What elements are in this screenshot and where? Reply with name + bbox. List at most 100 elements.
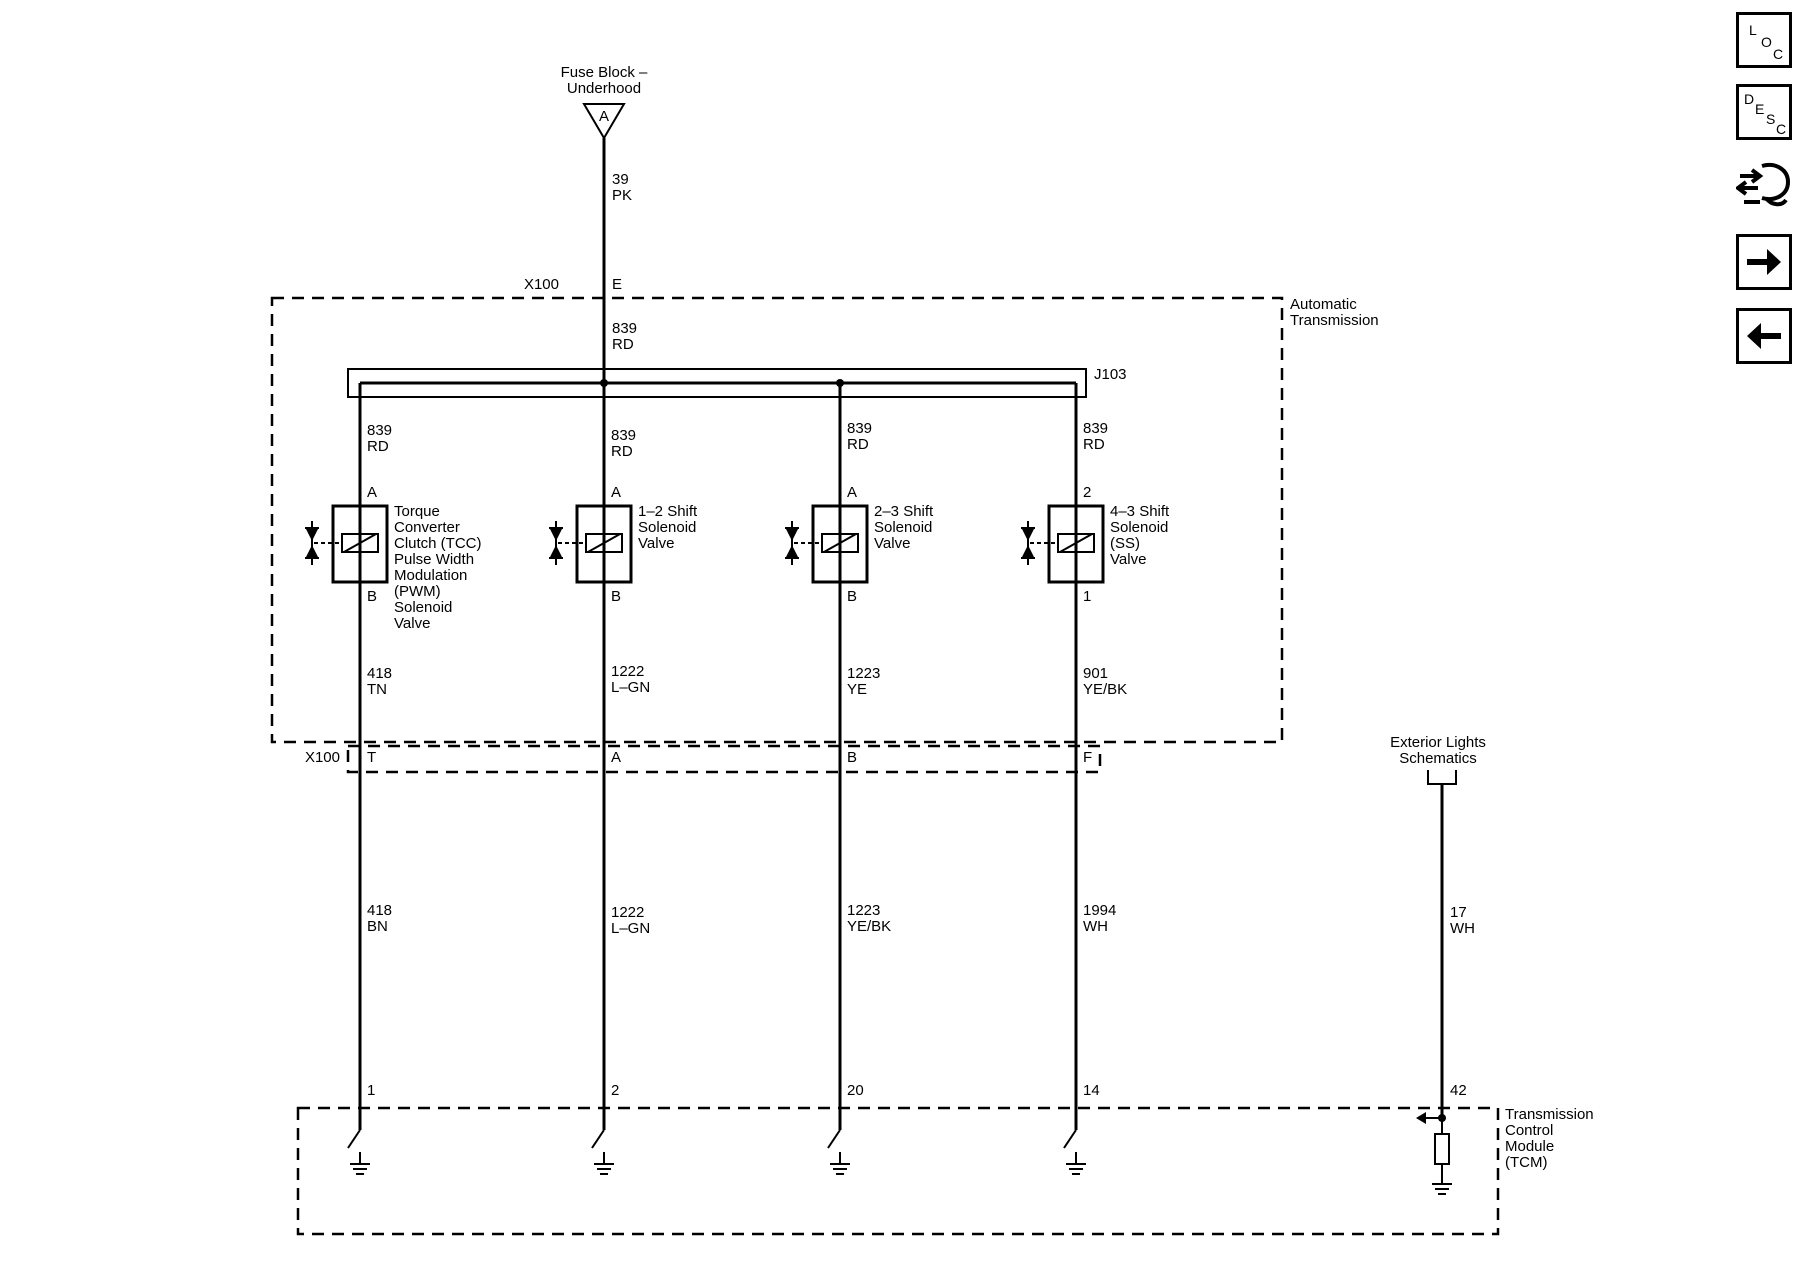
s3-x100-pin: B (847, 749, 857, 766)
trans-box-label-2: Transmission (1290, 312, 1379, 329)
j103-label: J103 (1094, 366, 1127, 383)
s1-name: Converter (394, 519, 460, 536)
s4-top-circuit: 839 (1083, 420, 1108, 437)
s2-pin-top: A (611, 484, 621, 501)
s2-name: Valve (638, 535, 674, 552)
s2-pin-bottom: B (611, 588, 621, 605)
s4-out-color: YE/BK (1083, 681, 1127, 698)
s1-pin-bottom: B (367, 588, 377, 605)
loc-letter-c: C (1773, 46, 1784, 62)
s3-coil (821, 533, 859, 553)
s2-solenoid-box (575, 504, 633, 584)
s2-coil (585, 533, 623, 553)
s1-name: Clutch (TCC) (394, 535, 482, 552)
desc-letter-c: C (1776, 121, 1787, 137)
s1-pin-top: A (367, 484, 377, 501)
s4-tcm-pin: 14 (1083, 1082, 1100, 1099)
s1-tcm-pin: 1 (367, 1082, 375, 1099)
shift-1-2-solenoid: 839 RD A B 1–2 Shift Solenoid Valve 1222… (548, 383, 698, 1175)
desc-letter-d: D (1744, 91, 1755, 107)
s2-harness-color: L–GN (611, 920, 650, 937)
tcm-label: Transmission (1505, 1106, 1594, 1123)
previous-page-button[interactable] (1736, 308, 1792, 364)
s3-solenoid-box (811, 504, 869, 584)
trans-box-label: Automatic (1290, 296, 1357, 313)
exterior-connector-icon (1427, 770, 1457, 785)
s1-name: Pulse Width (394, 551, 474, 568)
s1-low-side-switch (347, 1129, 361, 1149)
ground-icon (1065, 1151, 1087, 1175)
next-arrow-icon (1747, 249, 1781, 275)
s1-harness-circuit: 418 (367, 902, 392, 919)
feed-color: RD (612, 336, 634, 353)
s4-pin-bottom: 1 (1083, 588, 1091, 605)
s4-harness-color: WH (1083, 918, 1108, 935)
s4-x100-pin: F (1083, 749, 1092, 766)
s3-out-color: YE (847, 681, 867, 698)
s3-harness-circuit: 1223 (847, 902, 880, 919)
s2-top-circuit: 839 (611, 427, 636, 444)
x100-bottom-connector (346, 744, 1102, 774)
next-page-button[interactable] (1736, 234, 1792, 290)
exterior-label: Exterior Lights (1390, 734, 1486, 751)
x100-top-pin: E (612, 276, 622, 293)
previous-arrow-icon (1747, 323, 1781, 349)
exterior-tcm-pin: 42 (1450, 1082, 1467, 1099)
s3-name: Solenoid (874, 519, 932, 536)
s3-name: Valve (874, 535, 910, 552)
s1-top-color: RD (367, 438, 389, 455)
s4-name: Valve (1110, 551, 1146, 568)
input-arrow-icon (1416, 1112, 1426, 1124)
pull-down-resistor (1434, 1133, 1450, 1165)
x100-top-label: X100 (524, 276, 559, 293)
exterior-label-2: Schematics (1399, 750, 1477, 767)
exterior-color: WH (1450, 920, 1475, 937)
s4-low-side-switch (1063, 1129, 1077, 1149)
description-button[interactable]: D E S C (1736, 84, 1792, 140)
j103-splice-pack (347, 368, 1087, 398)
s3-low-side-switch (827, 1129, 841, 1149)
loc-letter-o: O (1761, 34, 1772, 50)
s4-out-circuit: 901 (1083, 665, 1108, 682)
s2-out-circuit: 1222 (611, 663, 644, 680)
tcm-label-2: Control (1505, 1122, 1553, 1139)
s3-top-color: RD (847, 436, 869, 453)
s4-pin-top: 2 (1083, 484, 1091, 501)
s2-tcm-pin: 2 (611, 1082, 619, 1099)
s4-name: Solenoid (1110, 519, 1168, 536)
s4-name: (SS) (1110, 535, 1140, 552)
tcm-box (296, 1106, 1500, 1236)
s3-harness-color: YE/BK (847, 918, 891, 935)
s1-solenoid-box (331, 504, 389, 584)
s2-low-side-switch (591, 1129, 605, 1149)
s1-x100-pin: T (367, 749, 376, 766)
fuse-block-label: Fuse Block – (561, 64, 648, 81)
s1-name: (PWM) (394, 583, 441, 600)
desc-letter-s: S (1766, 111, 1776, 127)
s1-harness-color: BN (367, 918, 388, 935)
s1-out-color: TN (367, 681, 387, 698)
ground-icon (1431, 1171, 1453, 1195)
connector-button[interactable] (1736, 158, 1792, 214)
shift-2-3-solenoid: 839 RD A B 2–3 Shift Solenoid Valve 1223… (784, 383, 934, 1175)
s2-x100-pin: A (611, 749, 621, 766)
ground-icon (349, 1151, 371, 1175)
shift-4-3-solenoid: 839 RD 2 1 4–3 Shift Solenoid (SS) Valve… (1020, 383, 1170, 1175)
location-button[interactable]: L O C (1736, 12, 1792, 68)
fuse-source-triangle (582, 103, 626, 140)
feed-circuit: 839 (612, 320, 637, 337)
connector-icon (1736, 163, 1791, 207)
tcm-label-4: (TCM) (1505, 1154, 1547, 1171)
s3-pin-top: A (847, 484, 857, 501)
tcm-label-3: Module (1505, 1138, 1554, 1155)
circuit-39-label: 39 (612, 171, 629, 188)
fuse-block-source: Fuse Block – Underhood A 39 PK (561, 64, 648, 280)
s1-out-circuit: 418 (367, 665, 392, 682)
s3-name: 2–3 Shift (874, 503, 934, 520)
s4-coil (1057, 533, 1095, 553)
fuse-block-label-2: Underhood (567, 80, 641, 97)
color-pk-label: PK (612, 187, 632, 204)
fuse-source-pin: A (599, 108, 609, 125)
s1-top-circuit: 839 (367, 422, 392, 439)
